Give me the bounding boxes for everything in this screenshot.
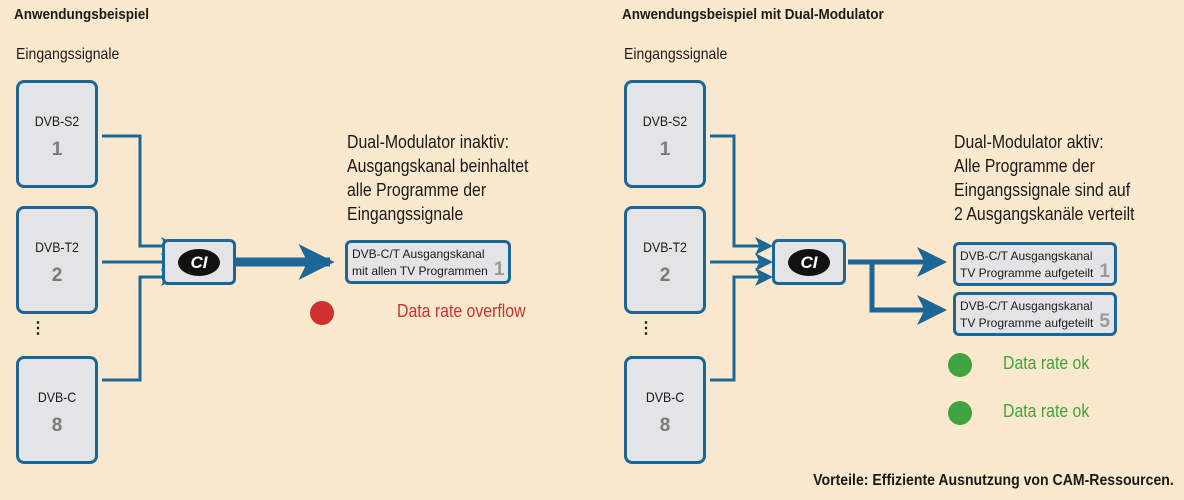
output-number: 1: [1099, 261, 1110, 282]
line-s2-to-ci-right: [710, 134, 773, 255]
right-inputs-label: Eingangssignale: [624, 46, 728, 63]
split-arrow-2: [869, 262, 947, 325]
source-number: 8: [51, 415, 63, 436]
description-line: 2 Ausgangskanäle verteilt: [954, 204, 1135, 224]
line-c-to-ci-right: [710, 268, 773, 382]
source-name: DVB-T2: [643, 239, 687, 255]
output-text: DVB-C/T Ausgangskanal TV Programme aufge…: [960, 248, 1093, 282]
description-line: Alle Programme der: [954, 156, 1095, 176]
source-number: 2: [51, 265, 63, 286]
description-line: Dual-Modulator inaktiv:: [347, 132, 509, 152]
source-box: DVB-C 8: [16, 356, 98, 464]
status-text: Data rate ok: [1003, 353, 1090, 373]
output-line1: DVB-C/T Ausgangskanal: [960, 249, 1093, 263]
left-inputs-label: Eingangssignale: [16, 46, 120, 63]
source-name: DVB-S2: [34, 113, 80, 129]
right-description: Dual-Modulator aktiv: Alle Programme der…: [954, 130, 1135, 226]
output-line1: DVB-C/T Ausgangskanal: [960, 299, 1093, 313]
source-number: 1: [659, 139, 671, 160]
ellipsis: ⋮: [638, 320, 654, 337]
line-c-to-ci: [102, 268, 179, 382]
line-s2-to-ci: [102, 134, 179, 255]
description-line: Eingangssignale sind auf: [954, 180, 1131, 200]
source-number: 8: [659, 415, 671, 436]
status-text: Data rate overflow: [397, 301, 526, 321]
output-number: 5: [1099, 311, 1110, 332]
status-dot-green: [948, 401, 972, 425]
description-line: Ausgangskanal beinhaltet: [347, 156, 529, 176]
source-number: 2: [659, 265, 671, 286]
left-description: Dual-Modulator inaktiv: Ausgangskanal be…: [347, 130, 528, 226]
description-line: Dual-Modulator aktiv:: [954, 132, 1104, 152]
output-text: DVB-C/T Ausgangskanal TV Programme aufge…: [960, 298, 1093, 332]
ci-module: CI: [162, 239, 236, 285]
source-number: 1: [51, 139, 63, 160]
ellipsis: ⋮: [30, 320, 46, 337]
status-text: Data rate ok: [1003, 401, 1090, 421]
status-dot-red: [310, 301, 334, 325]
source-box: DVB-T2 2: [624, 206, 706, 314]
source-box: DVB-S2 1: [16, 80, 98, 188]
ci-module: CI: [772, 239, 846, 285]
source-box: DVB-T2 2: [16, 206, 98, 314]
left-title: Anwendungsbeispiel: [14, 6, 150, 23]
right-title: Anwendungsbeispiel mit Dual-Modulator: [622, 6, 884, 23]
source-box: DVB-C 8: [624, 356, 706, 464]
description-line: Eingangssignale: [347, 204, 464, 224]
source-name: DVB-C: [645, 389, 685, 405]
output-channel-box: DVB-C/T Ausgangskanal TV Programme aufge…: [953, 242, 1117, 286]
output-channel-box: DVB-C/T Ausgangskanal mit allen TV Progr…: [345, 240, 512, 284]
ci-logo: CI: [788, 249, 830, 276]
source-name: DVB-S2: [642, 113, 688, 129]
output-line2: TV Programme aufgeteilt: [960, 266, 1094, 280]
ci-logo: CI: [178, 249, 220, 276]
footer-note: Vorteile: Effiziente Ausnutzung von CAM-…: [813, 472, 1174, 489]
status-dot-green: [948, 353, 972, 377]
output-channel-box: DVB-C/T Ausgangskanal TV Programme aufge…: [953, 292, 1117, 336]
source-name: DVB-C: [37, 389, 77, 405]
description-line: alle Programme der: [347, 180, 487, 200]
output-text: DVB-C/T Ausgangskanal mit allen TV Progr…: [352, 246, 488, 280]
output-line1: DVB-C/T Ausgangskanal: [352, 247, 485, 261]
source-box: DVB-S2 1: [624, 80, 706, 188]
output-line2: mit allen TV Programmen: [352, 264, 488, 278]
output-number: 1: [493, 259, 505, 280]
output-line2: TV Programme aufgeteilt: [960, 316, 1094, 330]
source-name: DVB-T2: [35, 239, 79, 255]
